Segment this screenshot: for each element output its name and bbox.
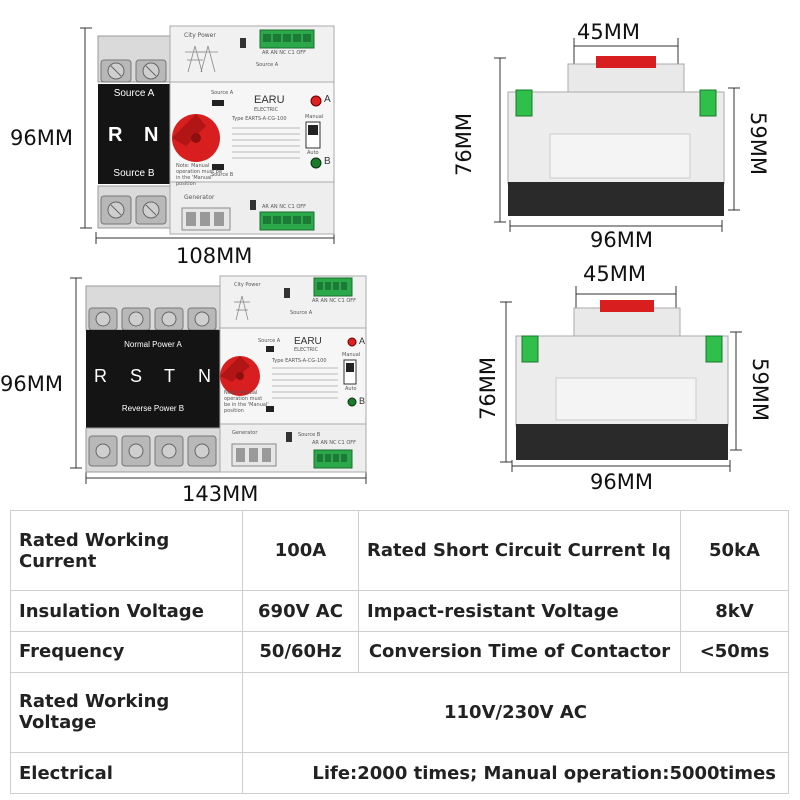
generator-label-4p: Generator [232,430,258,436]
height-dimension-label: 96MM [10,126,73,150]
note-label-4p: Note: Manual operation must be in the 'M… [224,390,269,414]
frequency-label: Frequency [10,631,243,673]
pole-label-r: R [94,366,107,386]
source-a-label: Source A [113,88,155,99]
impact-voltage-value: 8kV [680,590,789,632]
generator-label: Generator [184,194,215,201]
top-dimension-label: 45MM [577,20,640,44]
rated-working-voltage-value: 110V/230V AC [242,671,789,754]
table-row: Frequency 50/60Hz Conversion Time of Con… [10,631,789,673]
manual-label: Manual [305,114,324,120]
frequency-value: 50/60Hz [242,631,359,673]
left-dimension-label: 76MM [452,113,476,176]
conversion-time-label: Conversion Time of Contactor [358,631,681,673]
source-a-small-label-4p: Source A [258,338,281,344]
right-dimension-label-2: 59MM [748,358,772,421]
left-green-terminal-icon [515,89,533,117]
brand-sub-label: ELECTRIC [254,107,279,113]
top-dimension-label-2: 45MM [583,262,646,286]
rated-short-circuit-label: Rated Short Circuit Current Iq [358,509,681,592]
insulation-voltage-label: Insulation Voltage [10,590,243,632]
auto-label: Auto [307,150,319,156]
rated-working-voltage-label: Rated Working Voltage [10,671,243,754]
brand-label: EARU [254,94,285,106]
table-row: Rated Working Voltage 110V/230V AC [10,671,789,754]
red-rotary-handle-4p-icon [220,356,260,396]
power-pylon-icon [185,45,218,73]
table-row: Rated Working Current 100A Rated Short C… [10,509,789,592]
red-rotary-handle-icon [172,114,220,162]
bottom-dimension-label: 96MM [590,228,653,252]
manual-label-4p: Manual [342,352,361,358]
normal-power-a-label: Normal Power A [124,340,182,349]
pole-label-s: S [130,366,143,386]
pole-label-n: N [144,124,159,146]
led-a-icon [310,95,322,107]
source-b-small-label-4p: Source B [298,432,321,438]
handle-top-icon [596,56,656,68]
side-view-1-drawing [494,38,740,232]
city-power-label: City Power [184,32,216,39]
type-label: Type EARTS-A-CG-100 [232,116,287,122]
table-row: Electrical Life:2000 times; Manual opera… [10,752,789,794]
pole-label-r: R [108,124,123,146]
led-b-label: B [324,156,331,167]
electrical-value: Life:2000 times; Manual operation:5000ti… [242,752,789,794]
bottom-terminal-label-4p: AR AN NC C1 OFF [312,440,357,446]
source-a-module-label: Source A [256,62,279,68]
city-power-label-4p: City Power [234,282,261,288]
brand-label-4p: EARU [294,336,322,347]
pole-label-block [98,84,170,184]
height-dimension-label-4p: 96MM [0,372,63,396]
width-dimension-label-4p: 143MM [182,482,259,506]
source-a-module-label-4p: Source A [290,310,313,316]
type-label-4p: Type EARTS-A-CG-100 [272,358,327,364]
pole-label-n: N [198,366,211,386]
insulation-voltage-value: 690V AC [242,590,359,632]
four-pole-switch-drawing [70,275,367,484]
rated-working-current-label: Rated Working Current [10,509,243,592]
top-terminal-label: AR AN NC C1 OFF [262,50,307,56]
impact-voltage-label: Impact-resistant Voltage [358,590,681,632]
pole-label-t: T [164,366,175,386]
specifications-table: Rated Working Current 100A Rated Short C… [10,509,789,794]
led-b-icon [310,157,322,169]
led-a-label-4p: A [359,336,366,346]
electrical-label: Electrical [10,752,243,794]
rated-working-current-value: 100A [242,509,359,592]
left-dimension-label-2: 76MM [476,357,500,420]
auto-label-4p: Auto [345,386,357,392]
source-b-label: Source B [113,168,155,179]
top-terminal-label-4p: AR AN NC C1 OFF [312,298,357,304]
right-green-terminal-icon [699,89,717,117]
brand-sub-label-4p: ELECTRIC [294,347,319,353]
width-dimension-label: 108MM [176,244,253,268]
source-b-small-label: Source B [211,172,234,178]
bottom-dimension-label-2: 96MM [590,470,653,494]
led-b-label-4p: B [359,396,366,406]
note-label: Note: Manual operation must be in the 'M… [176,163,223,187]
rated-short-circuit-value: 50kA [680,509,789,592]
table-row: Insulation Voltage 690V AC Impact-resist… [10,590,789,632]
side-view-2-drawing [500,286,742,472]
conversion-time-value: <50ms [680,631,789,673]
reverse-power-b-label: Reverse Power B [121,404,185,413]
two-pole-switch-drawing [80,25,335,244]
source-a-small-label: Source A [211,90,234,96]
right-dimension-label: 59MM [746,112,770,175]
led-a-label: A [324,94,331,105]
bottom-terminal-label: AR AN NC C1 OFF [262,204,307,210]
